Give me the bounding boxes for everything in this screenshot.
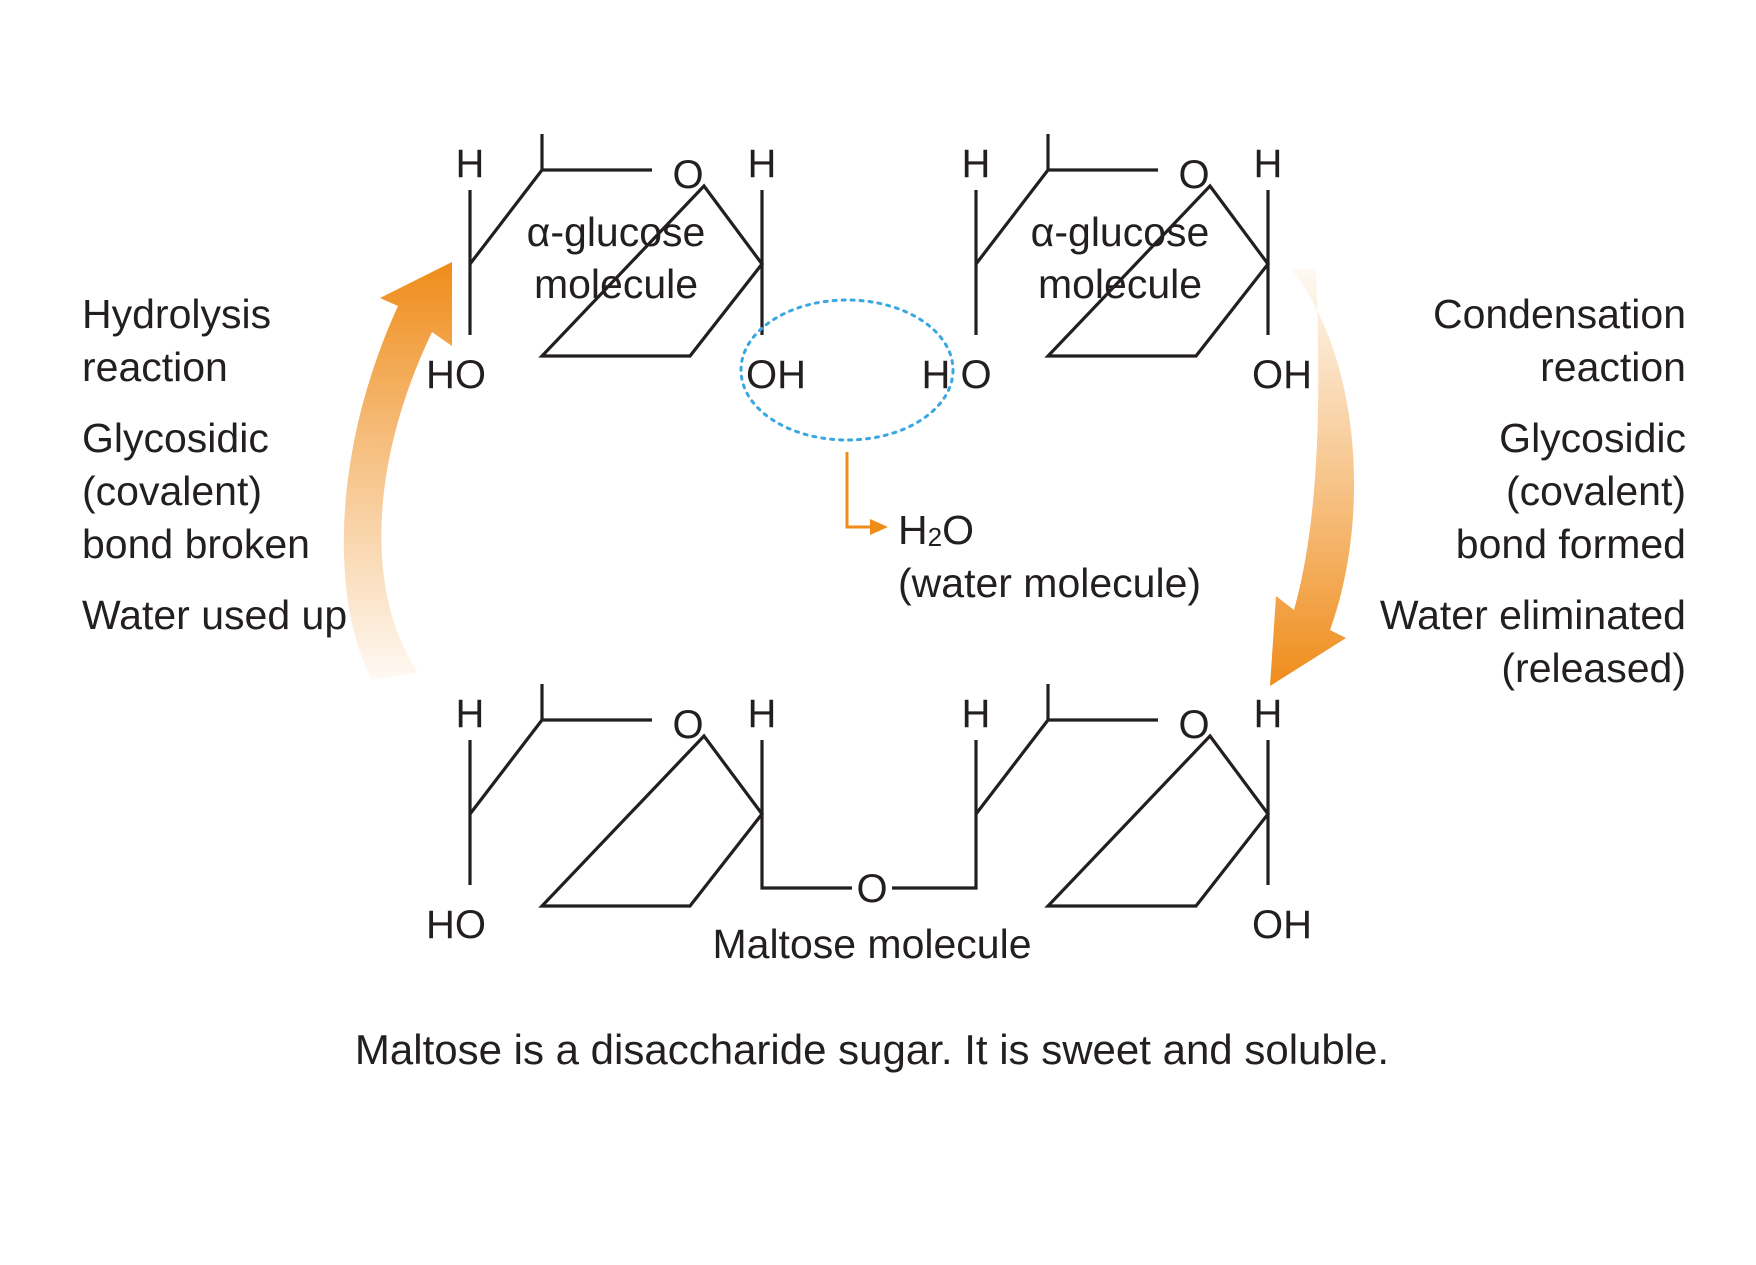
water-removal: H2O (water molecule) <box>739 298 1201 606</box>
condensation-line4: (covalent) <box>1506 468 1686 514</box>
water-pointer-line <box>845 452 872 529</box>
hydrolysis-line5: bond broken <box>82 521 310 567</box>
maltose-left-ring-oxygen: O <box>672 703 703 747</box>
top-right-ring-label-line2: molecule <box>1038 261 1202 307</box>
top-right-o-bottom: O <box>960 353 991 397</box>
top-left-glucose: H H O HO OH α-glucose molecule <box>426 134 806 397</box>
top-left-ho-label: HO <box>426 353 486 397</box>
water-pointer-arrowhead <box>870 519 888 535</box>
water-formula: H2O <box>898 507 974 553</box>
maltose-oh-label: OH <box>1252 903 1312 947</box>
top-left-oh-label: OH <box>746 353 806 397</box>
condensation-line1: Condensation <box>1433 291 1686 337</box>
condensation-side: Condensation reaction Glycosidic (covale… <box>1270 268 1686 691</box>
maltose-molecule-label: Maltose molecule <box>712 921 1031 967</box>
maltose-ho-label: HO <box>426 903 486 947</box>
dashed-ellipse <box>739 298 955 442</box>
top-right-h-right: H <box>1254 142 1283 186</box>
maltose-left-ring <box>468 718 765 908</box>
condensation-line6: Water eliminated <box>1380 592 1686 638</box>
top-right-glucose: H H O H O OH α-glucose molecule <box>922 134 1312 397</box>
hydrolysis-line2: reaction <box>82 344 228 390</box>
hydrolysis-side: Hydrolysis reaction Glycosidic (covalent… <box>82 262 452 680</box>
condensation-arrow <box>1270 268 1355 686</box>
maltose-bridge-oxygen: O <box>856 867 887 911</box>
maltose-h-4: H <box>1254 692 1283 736</box>
top-left-h-left: H <box>456 142 485 186</box>
condensation-line2: reaction <box>1540 344 1686 390</box>
condensation-line7: (released) <box>1501 645 1686 691</box>
hydrolysis-line4: (covalent) <box>82 468 262 514</box>
top-right-ring-oxygen: O <box>1178 153 1209 197</box>
top-right-h-left: H <box>962 142 991 186</box>
water-formula-o: O <box>942 507 974 553</box>
maltose-right-ring <box>974 718 1271 908</box>
hydrolysis-line6: Water used up <box>82 592 347 638</box>
top-left-ring-label-line2: molecule <box>534 261 698 307</box>
maltose-right-ring-oxygen: O <box>1178 703 1209 747</box>
glycosidic-bridge-bond <box>760 814 978 890</box>
top-right-ring-label-line1: α-glucose <box>1031 209 1210 255</box>
condensation-line5: bond formed <box>1456 521 1686 567</box>
top-right-h-bottom: H <box>922 353 951 397</box>
maltose-h-2: H <box>748 692 777 736</box>
hydrolysis-arrow <box>343 262 452 680</box>
water-formula-subscript: 2 <box>928 522 942 552</box>
water-formula-h: H <box>898 507 928 553</box>
maltose-h-3: H <box>962 692 991 736</box>
maltose-h-1: H <box>456 692 485 736</box>
water-molecule-note: (water molecule) <box>898 560 1201 606</box>
hydrolysis-line1: Hydrolysis <box>82 291 271 337</box>
top-left-ring-oxygen: O <box>672 153 703 197</box>
top-left-ring-label-line1: α-glucose <box>527 209 706 255</box>
maltose-molecule: H H H H O O O HO OH Maltose molecule <box>426 684 1312 967</box>
top-left-h-right: H <box>748 142 777 186</box>
hydrolysis-line3: Glycosidic <box>82 415 269 461</box>
caption: Maltose is a disaccharide sugar. It is s… <box>355 1026 1389 1073</box>
top-right-oh-label: OH <box>1252 353 1312 397</box>
condensation-line3: Glycosidic <box>1499 415 1686 461</box>
